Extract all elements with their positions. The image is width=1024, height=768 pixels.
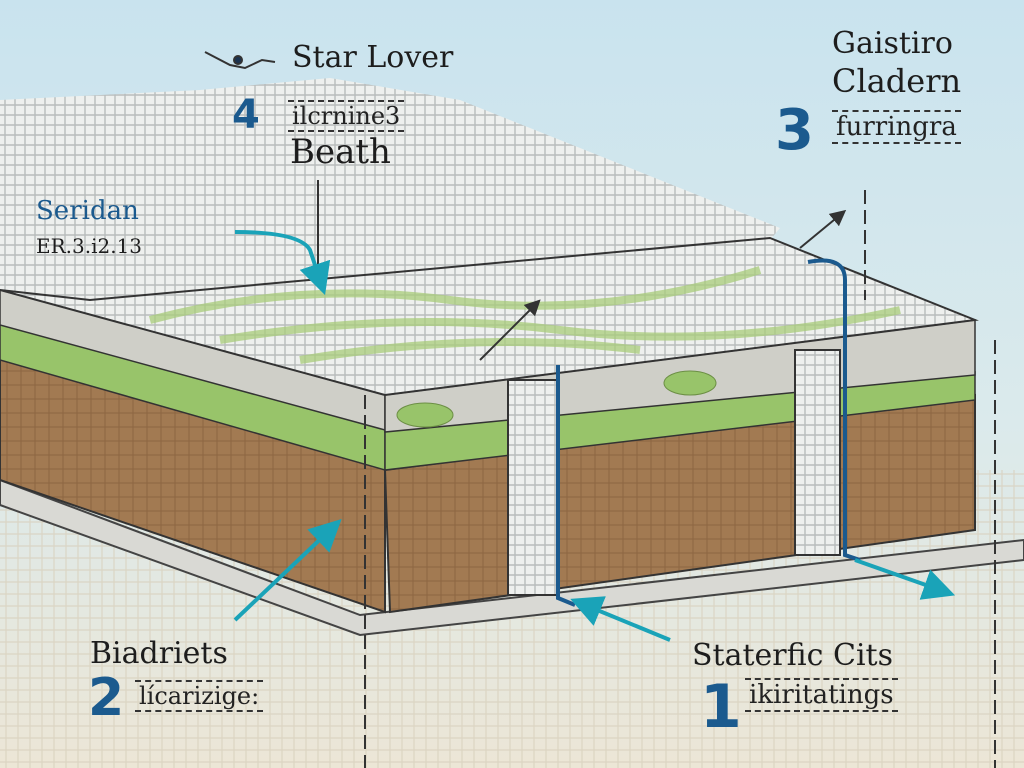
label-1-title: Staterfic Cits bbox=[692, 638, 893, 673]
label-4-sub: ilcrnine3 bbox=[288, 100, 405, 132]
side-label-sub: ER.3.i2.13 bbox=[36, 234, 143, 258]
side-label-title: Seridan bbox=[36, 196, 139, 226]
arrow-gaistiro bbox=[799, 209, 847, 249]
arrow-seridan bbox=[234, 230, 331, 296]
label-3-title-line2: Cladern bbox=[832, 62, 962, 100]
shaft-right bbox=[794, 349, 841, 556]
arrow-biadriets bbox=[233, 518, 342, 622]
label-4-title: Beath bbox=[290, 132, 391, 172]
base-slab bbox=[0, 478, 1024, 637]
label-1-sub: ikiritatings bbox=[745, 678, 898, 712]
upper-terrain bbox=[0, 78, 780, 300]
title: Star Lover bbox=[292, 40, 454, 75]
arrow-top bbox=[479, 299, 541, 361]
label-1-number: 1 bbox=[700, 672, 742, 742]
label-3-title-line1: Gaistiro bbox=[832, 26, 953, 61]
star-lover-icon bbox=[204, 51, 276, 70]
shaft-left bbox=[507, 379, 559, 596]
arrow-outflow bbox=[854, 558, 956, 600]
label-2-number: 2 bbox=[88, 668, 125, 728]
label-4-number: 4 bbox=[232, 92, 260, 138]
label-2-sub: lícarizige: bbox=[135, 680, 264, 712]
label-3-number: 3 bbox=[775, 98, 814, 163]
label-2-title: Biadriets bbox=[90, 636, 228, 671]
arrow-staterfic bbox=[570, 596, 671, 642]
label-3-sub: furringra bbox=[832, 110, 961, 144]
